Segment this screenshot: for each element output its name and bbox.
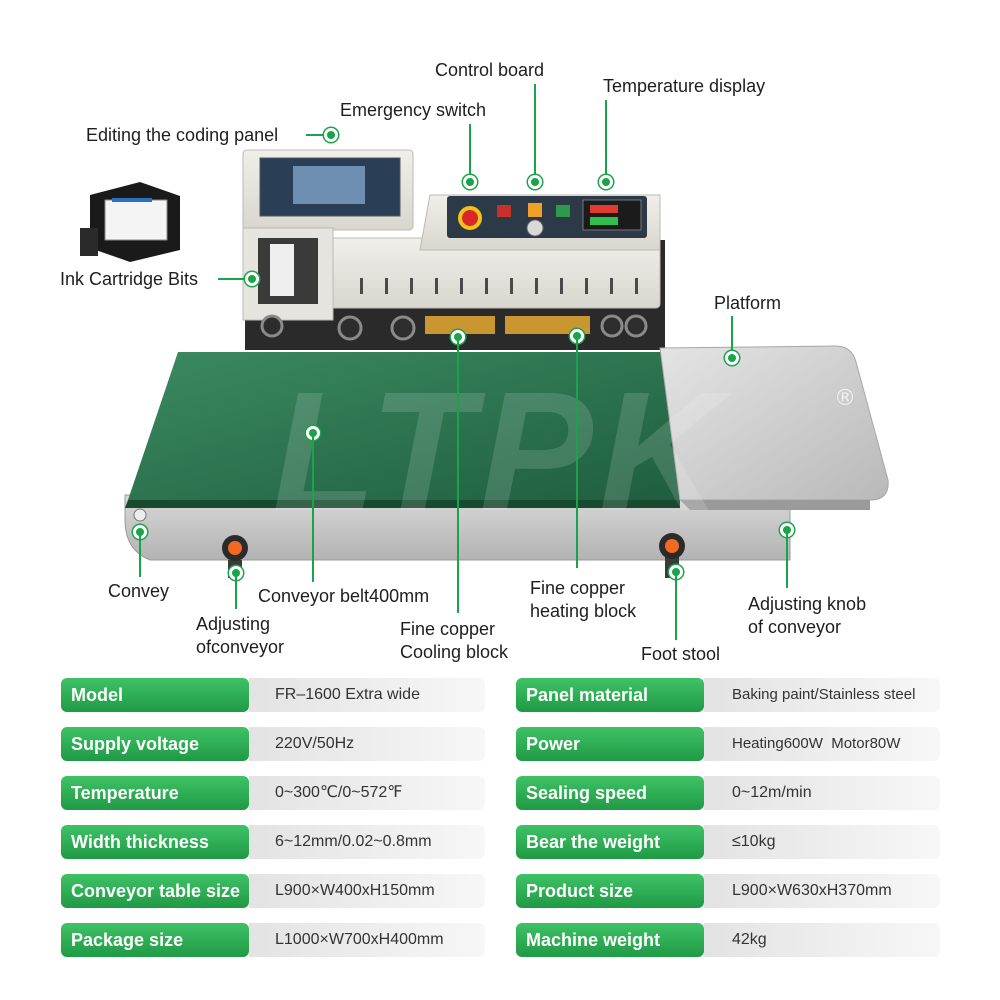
callout-foot-stool: Foot stool [641, 644, 721, 664]
temperature-display-screen [582, 199, 642, 231]
heating-block [505, 316, 590, 334]
spec-key: Model [61, 678, 249, 712]
spec-value: 220V/50Hz [249, 727, 485, 761]
callout-ink-cartridge: Ink Cartridge Bits [60, 269, 199, 289]
spec-key: Supply voltage [61, 727, 249, 761]
spec-value: 42kg [704, 923, 940, 957]
control-button-red-icon [497, 205, 511, 217]
spec-key: Product size [516, 874, 704, 908]
spec-row: Panel material Baking paint/Stainless st… [516, 678, 940, 712]
callout-platform: Platform [714, 293, 782, 313]
speed-dial-icon [526, 219, 544, 237]
spec-row: Sealing speed 0~12m/min [516, 776, 940, 810]
drive-wheels [260, 314, 648, 341]
callout-marker-icon [245, 272, 259, 286]
registered-mark: ® [834, 386, 856, 411]
spec-value: Baking paint/Stainless steel [704, 678, 940, 712]
spec-row: Conveyor table size L900×W400xH150mm [61, 874, 485, 908]
spec-value: L900×W630xH370mm [704, 874, 940, 908]
callout-conveyor-belt: Conveyor belt400mm [258, 586, 430, 606]
spec-key: Panel material [516, 678, 704, 712]
callout-coding-panel: Editing the coding panel [86, 125, 279, 145]
control-button-green-icon [556, 205, 570, 217]
callout-adjusting-conveyor: Adjusting ofconveyor [196, 614, 285, 657]
brand-watermark: LTPK [272, 357, 732, 547]
spec-row: Package size L1000×W700xH400mm [61, 923, 485, 957]
spec-row: Bear the weight ≤10kg [516, 825, 940, 859]
callout-marker-icon [324, 128, 338, 142]
spec-value: 0~300℃/0~572℉ [249, 776, 485, 810]
stainless-platform [659, 345, 889, 501]
spec-value: L900×W400xH150mm [249, 874, 485, 908]
callout-temperature-display: Temperature display [603, 76, 766, 96]
callout-emergency-switch: Emergency switch [340, 100, 487, 120]
spec-value: 0~12m/min [704, 776, 940, 810]
housing-vents [360, 278, 638, 294]
roller-bolt-icon [133, 508, 147, 522]
spec-key: Temperature [61, 776, 249, 810]
spec-row: Supply voltage 220V/50Hz [61, 727, 485, 761]
spec-row: Temperature 0~300℃/0~572℉ [61, 776, 485, 810]
emergency-switch-icon [458, 206, 482, 230]
spec-row: Model FR–1600 Extra wide [61, 678, 485, 712]
spec-key: Sealing speed [516, 776, 704, 810]
spec-key: Package size [61, 923, 249, 957]
callout-convey: Convey [108, 581, 170, 601]
spec-value: L1000×W700xH400mm [249, 923, 485, 957]
spec-key: Width thickness [61, 825, 249, 859]
callout-cooling-block: Fine copper Cooling block [400, 619, 509, 662]
spec-value: FR–1600 Extra wide [249, 678, 485, 712]
sealing-machine-illustration: LTPK ® [80, 149, 889, 578]
spec-row: Power Heating600W Motor80W [516, 727, 940, 761]
callout-marker-icon [599, 175, 613, 189]
callout-control-board: Control board [435, 60, 545, 80]
adjusting-knob-icons [222, 533, 685, 561]
control-knob-icon [528, 203, 542, 217]
spec-key: Power [516, 727, 704, 761]
spec-value: Heating600W Motor80W [704, 727, 940, 761]
callout-marker-icon [725, 351, 739, 365]
spec-row: Width thickness 6~12mm/0.02~0.8mm [61, 825, 485, 859]
callout-heating-block: Fine copper heating block [530, 578, 637, 621]
spec-value: ≤10kg [704, 825, 940, 859]
ink-cartridge-image [80, 182, 180, 262]
callout-adjusting-knob: Adjusting knob of conveyor [748, 594, 867, 637]
callout-marker-icon [463, 175, 477, 189]
spec-key: Conveyor table size [61, 874, 249, 908]
spec-key: Machine weight [516, 923, 704, 957]
spec-row: Machine weight 42kg [516, 923, 940, 957]
spec-value: 6~12mm/0.02~0.8mm [249, 825, 485, 859]
cooling-block [425, 316, 495, 334]
spec-row: Product size L900×W630xH370mm [516, 874, 940, 908]
conveyor-belt [128, 352, 680, 500]
spec-key: Bear the weight [516, 825, 704, 859]
callout-marker-icon [528, 175, 542, 189]
